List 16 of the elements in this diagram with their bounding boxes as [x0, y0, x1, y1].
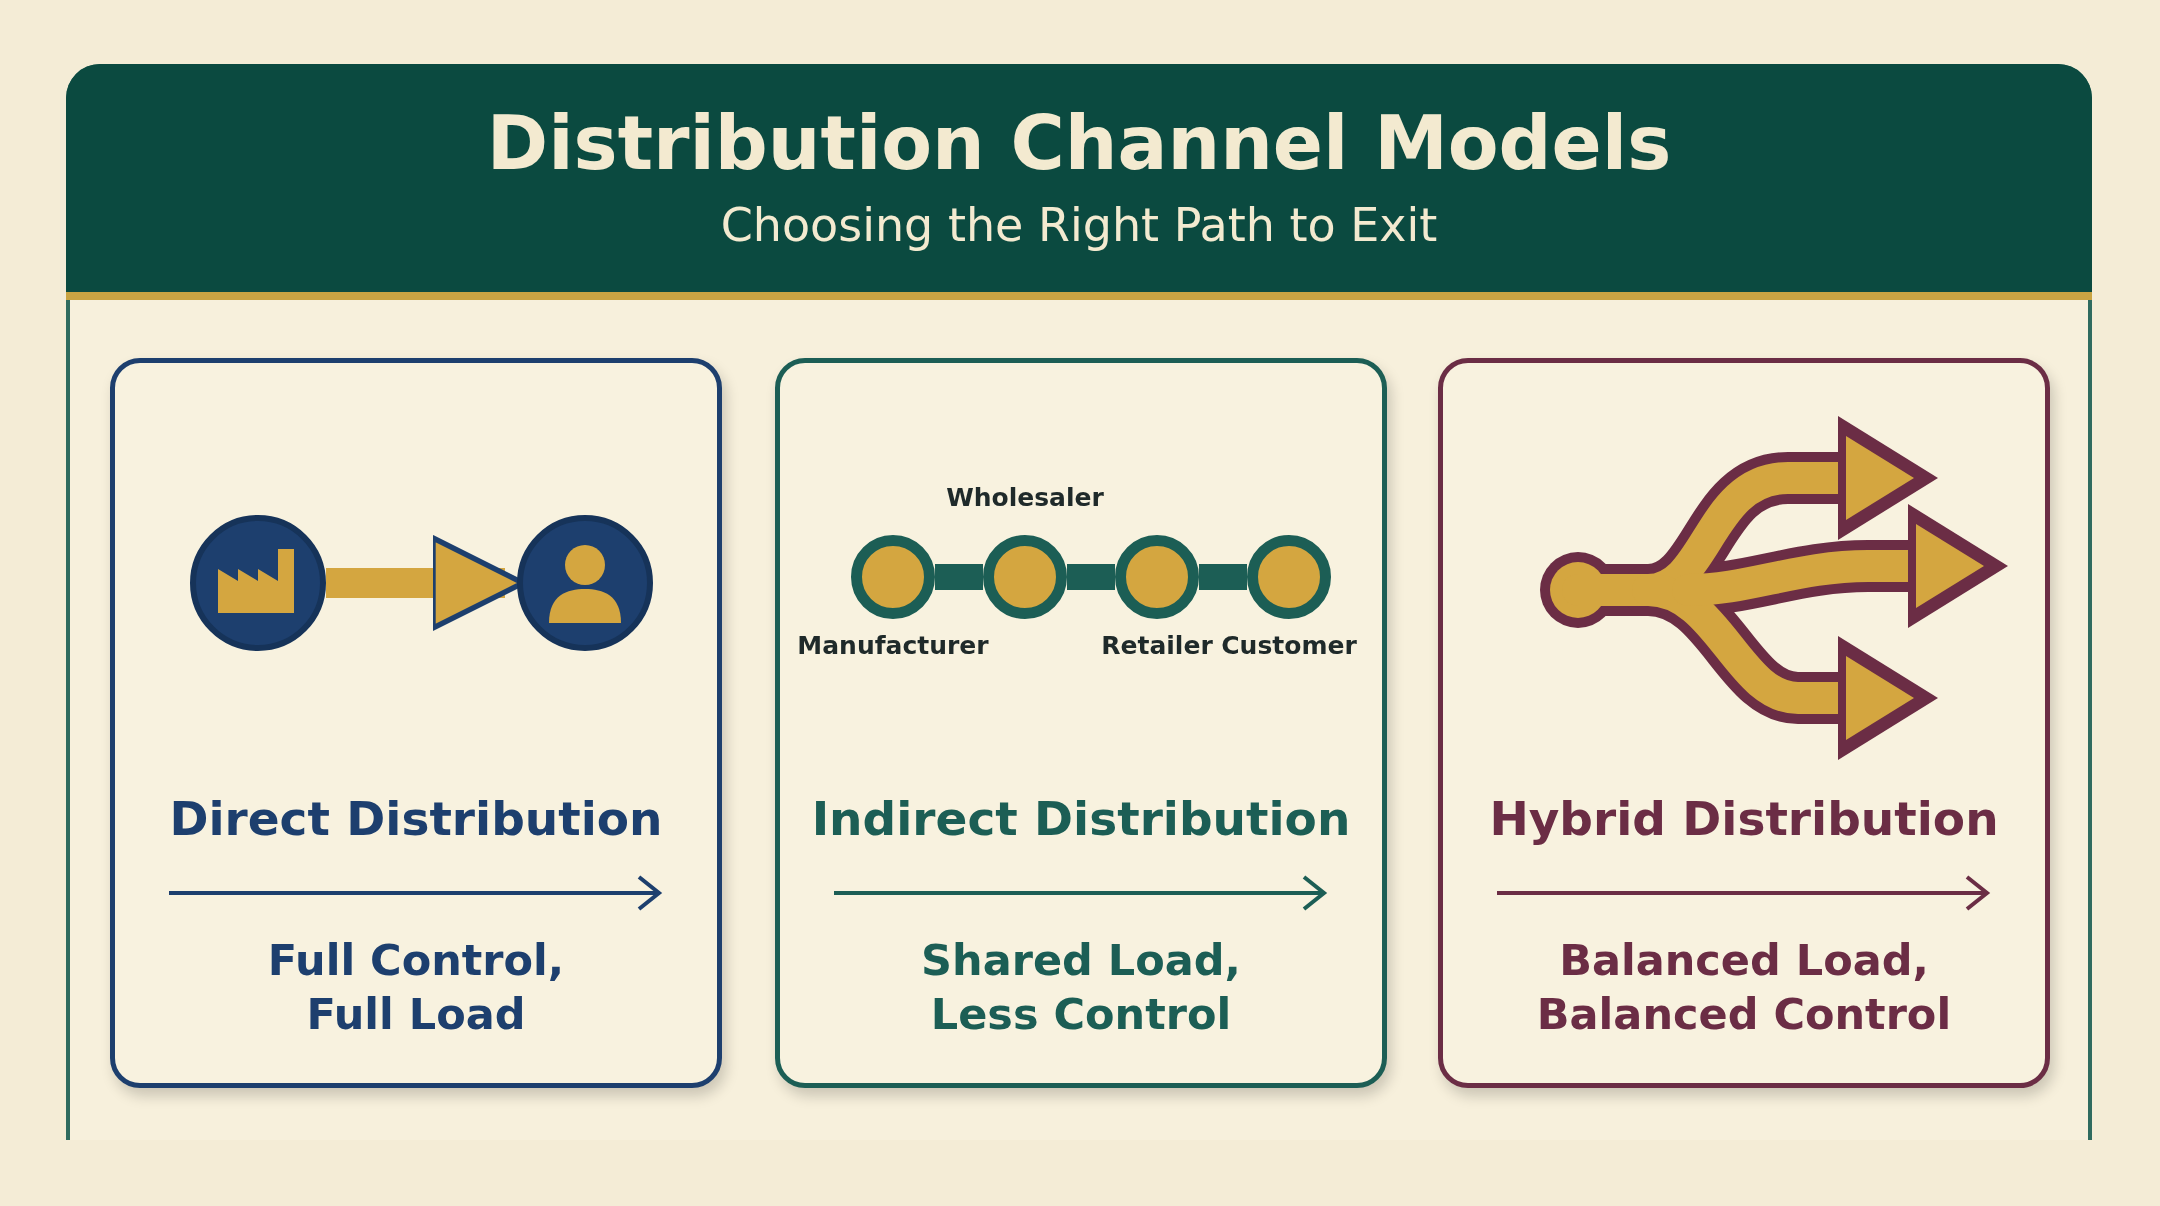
card-heading: Indirect Distribution [810, 791, 1352, 846]
subtitle: Choosing the Right Path to Exit [719, 198, 1439, 252]
connector-bar [935, 564, 983, 590]
card-description: Balanced Load, Balanced Control [1535, 934, 1953, 1041]
stage-label: Manufacturer [796, 631, 990, 660]
card-description: Shared Load, Less Control [920, 934, 1242, 1041]
connector-bar [1067, 564, 1115, 590]
stage-label: Wholesaler [945, 483, 1105, 512]
card-description: Full Control, Full Load [266, 934, 566, 1041]
card-heading: Direct Distribution [168, 791, 664, 846]
channel-card [775, 358, 1387, 1088]
connector-bar [1199, 564, 1247, 590]
channel-card [110, 358, 722, 1088]
channel-card [1438, 358, 2050, 1088]
title: Distribution Channel Models [485, 100, 1673, 186]
card-heading: Hybrid Distribution [1488, 791, 2000, 846]
